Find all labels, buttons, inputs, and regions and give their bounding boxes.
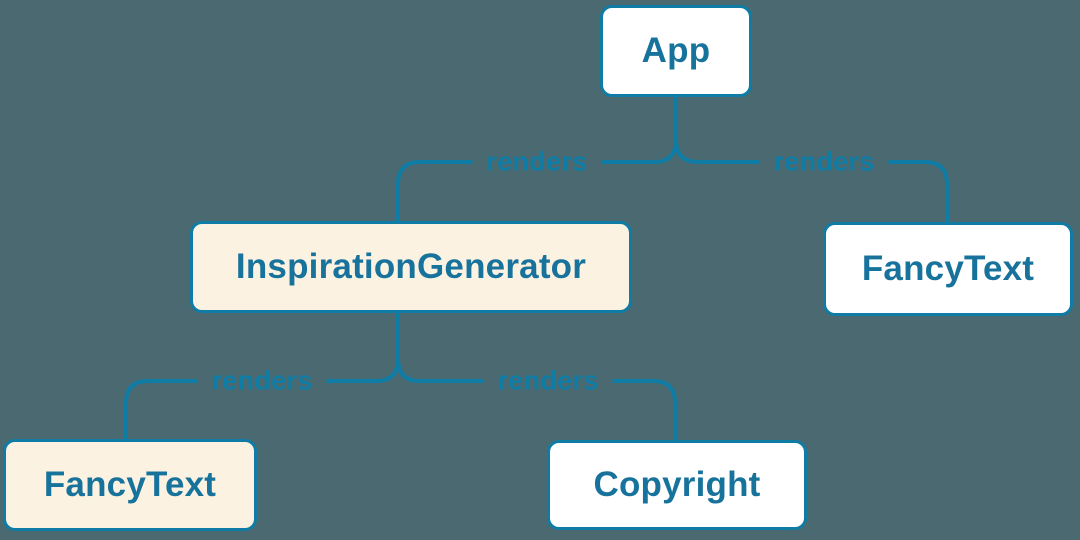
node-fancytext-left: FancyText (3, 439, 257, 531)
edge-label-renders: renders (759, 146, 889, 178)
node-inspiration-generator: InspirationGenerator (190, 221, 632, 313)
edge-label-renders: renders (472, 146, 602, 178)
node-fancytext-right: FancyText (823, 222, 1073, 316)
node-app: App (600, 5, 752, 97)
edge-label-renders: renders (483, 365, 613, 397)
edge-label-renders: renders (197, 365, 327, 397)
node-copyright: Copyright (547, 440, 807, 530)
